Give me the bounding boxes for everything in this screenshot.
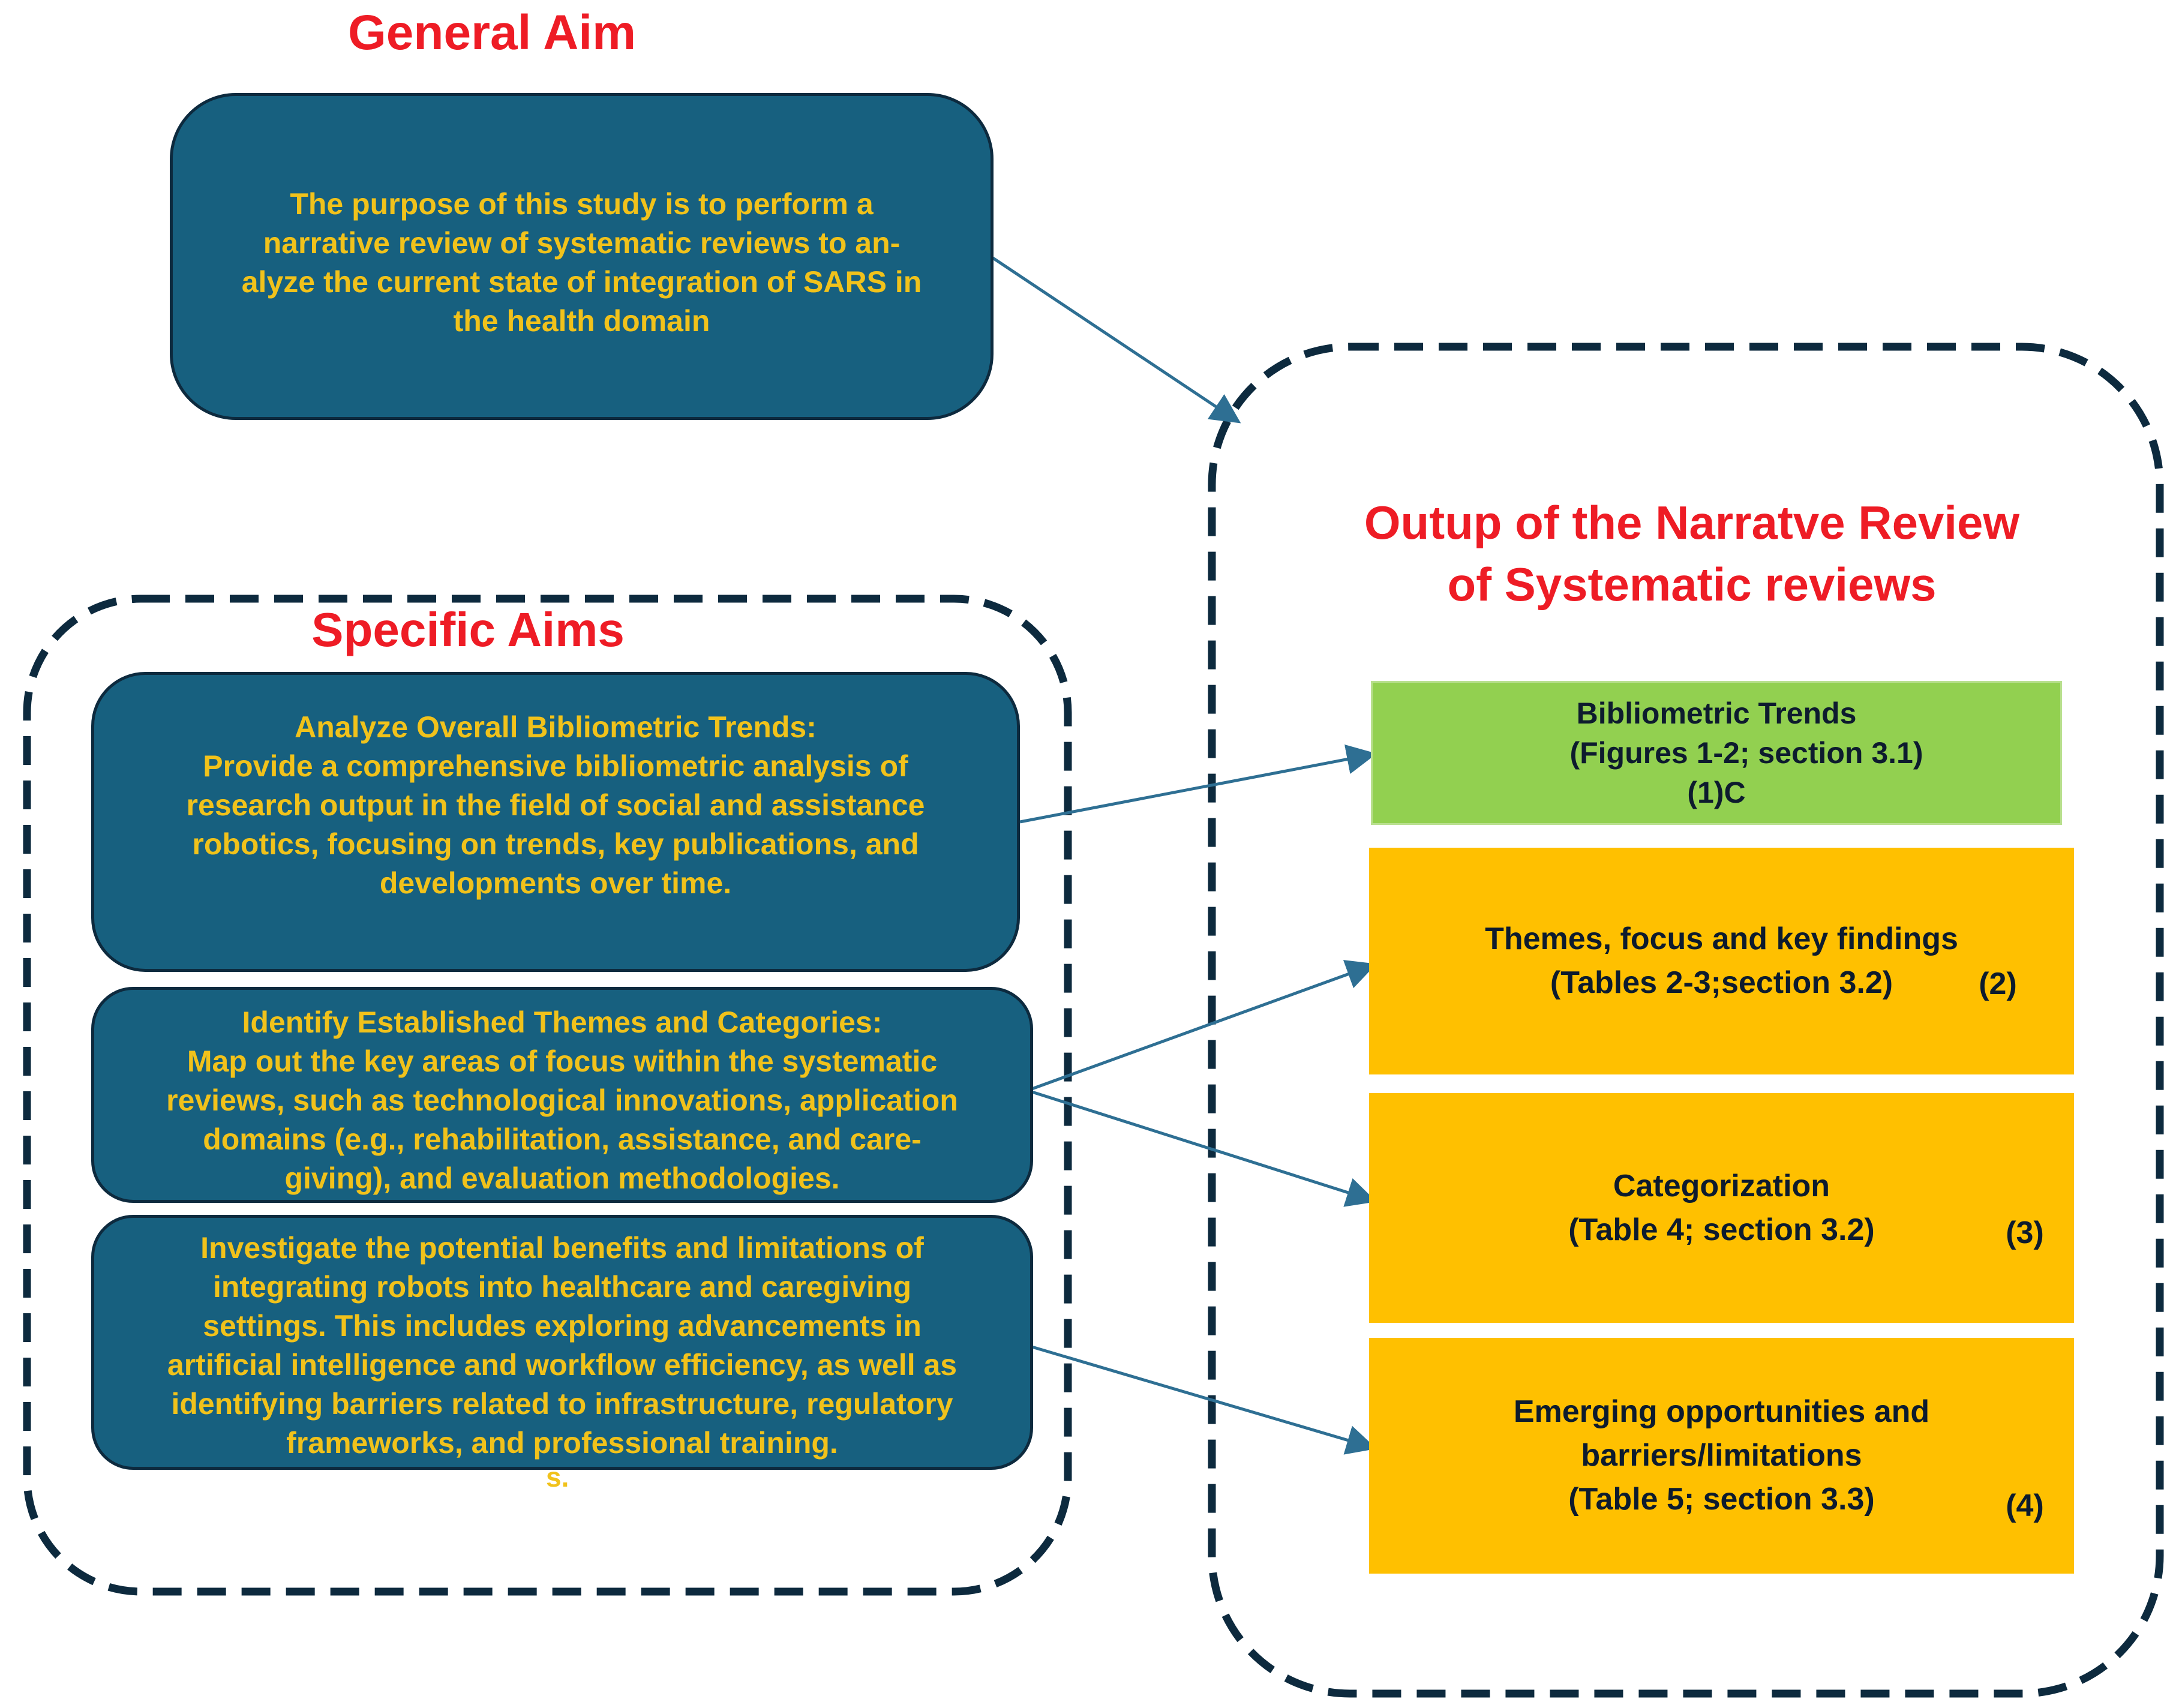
- output-heading-line: of Systematic reviews: [1447, 558, 1937, 611]
- output-categorization-number: (3): [2006, 1215, 2044, 1250]
- specific-aims-heading: Specific Aims: [311, 603, 625, 656]
- aim-2-text-line: Identify Established Themes and Categori…: [242, 1005, 883, 1039]
- aim-2-text-line: Map out the key areas of focus within th…: [187, 1044, 938, 1078]
- arrow-aim2-to-themes: [1031, 960, 1377, 1091]
- output-bibliometric-trends: Bibliometric Trends (Figures 1-2; sectio…: [1371, 681, 2062, 825]
- general-aim-heading: General Aim: [347, 5, 637, 60]
- output-item-line: Themes, focus and key findings: [1485, 921, 1958, 956]
- output-themes-number: (2): [1979, 966, 2017, 1001]
- aim-1-text-line: Provide a comprehensive bibliometric ana…: [203, 749, 908, 783]
- aim-2-text-line: giving), and evaluation methodologies.: [284, 1161, 840, 1195]
- output-item-line: (1)C: [1687, 776, 1746, 809]
- aim-1-text-line: developments over time.: [379, 866, 732, 900]
- general-aim-text-line: the health domain: [453, 304, 710, 338]
- specific-aim-1-box: Analyze Overall Bibliometric Trends: Pro…: [91, 672, 1020, 972]
- output-item-line: (Tables 2-3;section 3.2): [1550, 965, 1893, 1000]
- aim-1-text-line: Analyze Overall Bibliometric Trends:: [295, 710, 817, 744]
- arrow-aim2-to-categorization: [1031, 1090, 1377, 1207]
- output-item-line: Emerging opportunities and: [1513, 1394, 1930, 1429]
- output-item-line: (Figures 1-2; section 3.1): [1569, 736, 1923, 770]
- arrow-aim3-to-emerging: [1031, 1345, 1377, 1455]
- general-aim-text-line: alyze the current state of integration o…: [241, 265, 922, 299]
- aim-3-text-line: artificial intelligence and workflow eff…: [167, 1348, 958, 1382]
- aim-3-text-line: settings. This includes exploring advanc…: [203, 1309, 922, 1343]
- output-item-line: (Table 5; section 3.3): [1568, 1482, 1875, 1517]
- specific-aims-container: [23, 595, 1072, 1596]
- aim-3-text-line: frameworks, and professional training.: [286, 1426, 838, 1460]
- output-heading-line: Outup of the Narratve Review: [1364, 496, 2020, 549]
- aim-1-text-line: research output in the field of social a…: [186, 788, 925, 822]
- specific-aim-3-box: Investigate the potential benefits and l…: [91, 1215, 1033, 1470]
- aim-2-text-line: domains (e.g., rehabilitation, assistanc…: [203, 1122, 922, 1156]
- general-aim-box: The purpose of this study is to perform …: [170, 93, 994, 420]
- output-item-line: Categorization: [1613, 1168, 1830, 1203]
- aim-3-text-line: identifying barriers related to infrastr…: [171, 1387, 953, 1421]
- aim-2-text-line: reviews, such as technological innovatio…: [166, 1083, 958, 1117]
- aim-1-text-line: robotics, focusing on trends, key public…: [192, 827, 919, 861]
- general-aim-text-line: The purpose of this study is to perform …: [290, 187, 874, 221]
- aim-3-text-line: Investigate the potential benefits and l…: [200, 1231, 924, 1265]
- arrow-general-to-output: [992, 256, 1241, 424]
- output-container: [1208, 343, 2164, 1698]
- output-emerging-number: (4): [2006, 1488, 2044, 1523]
- output-item-line: barriers/limitations: [1581, 1438, 1862, 1473]
- output-emerging-opportunities: Emerging opportunities and barriers/limi…: [1369, 1338, 2074, 1574]
- output-categorization: Categorization (Table 4; section 3.2): [1369, 1093, 2074, 1323]
- arrow-aim1-to-bibliometric: [1019, 744, 1377, 824]
- specific-aim-2-box: Identify Established Themes and Categori…: [91, 987, 1033, 1203]
- general-aim-text-line: narrative review of systematic reviews t…: [263, 226, 901, 260]
- output-heading: Outup of the Narratve Review of Systemat…: [1278, 492, 2106, 616]
- output-themes-focus: Themes, focus and key findings (Tables 2…: [1369, 848, 2074, 1074]
- output-item-line: Bibliometric Trends: [1576, 697, 1857, 730]
- output-item-line: (Table 4; section 3.2): [1568, 1212, 1875, 1247]
- aim-3-text-line: integrating robots into healthcare and c…: [212, 1270, 912, 1304]
